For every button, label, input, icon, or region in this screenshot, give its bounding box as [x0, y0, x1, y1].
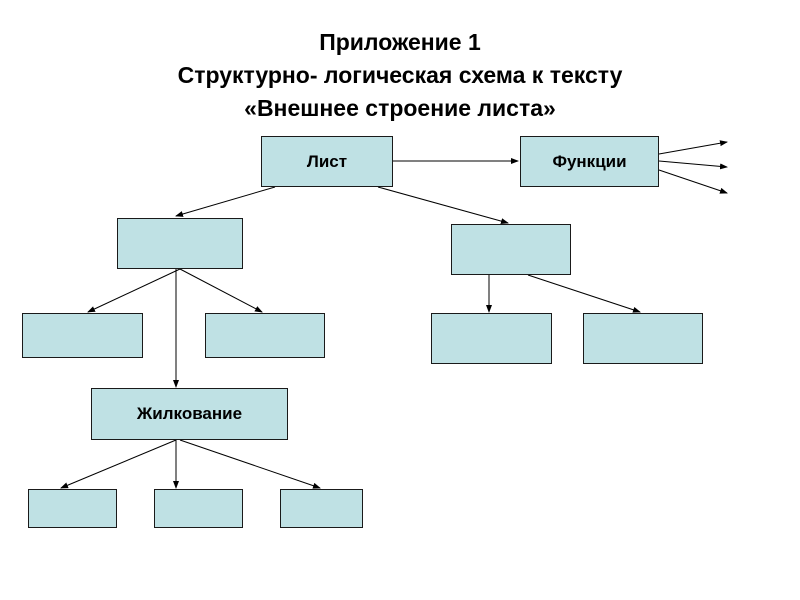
arrow-list-to-left	[175, 186, 276, 217]
node-blank-right-right	[583, 313, 703, 364]
arrow-list-to-right	[377, 186, 509, 225]
node-blank-bottom-2	[154, 489, 243, 528]
node-blank-bottom-1	[28, 489, 117, 528]
node-blank-left	[117, 218, 243, 269]
node-venation: Жилкование	[91, 388, 288, 440]
arrow-functions-out-3	[658, 169, 728, 194]
diagram-title: Приложение 1 Структурно- логическая схем…	[0, 26, 800, 125]
arrow-venation-to-bottom-1	[60, 439, 177, 489]
node-blank-right-left	[431, 313, 552, 364]
arrow-functions-out-1	[658, 140, 728, 155]
title-line-2: Структурно- логическая схема к тексту	[177, 62, 623, 88]
node-blank-bottom-3	[280, 489, 363, 528]
node-blank-left-right	[205, 313, 325, 358]
title-line-3: «Внешнее строение листа»	[244, 95, 556, 121]
arrow-left-to-left-left	[87, 268, 181, 313]
node-functions: Функции	[520, 136, 659, 187]
node-list: Лист	[261, 136, 393, 187]
node-blank-left-left	[22, 313, 143, 358]
arrow-venation-to-bottom-3	[179, 439, 321, 489]
title-line-1: Приложение 1	[319, 29, 481, 55]
node-blank-right	[451, 224, 571, 275]
arrow-functions-out-2	[658, 160, 728, 170]
arrow-left-to-left-right	[179, 268, 263, 313]
arrow-right-to-right-right	[527, 274, 641, 313]
